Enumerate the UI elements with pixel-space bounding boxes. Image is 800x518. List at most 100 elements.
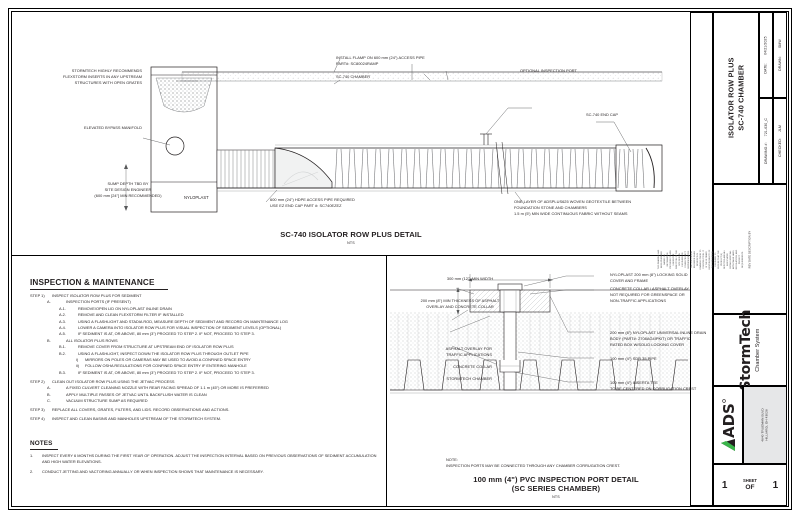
inspection-step: STEP 1) INSPECT ISOLATOR ROW PLUS FOR SED… [30, 294, 380, 298]
inspection-substep: B.3. IF SEDIMENT IS AT, OR ABOVE, 80 mm (… [30, 369, 380, 375]
sheet-cell: 1 SHEET OF 1 [713, 464, 787, 506]
substep-key: B. [47, 391, 51, 397]
stormtech-subtitle: Chamber System [754, 328, 761, 372]
sheet-label: SHEET [743, 478, 757, 484]
note-number: 1. [30, 453, 34, 458]
pvc-detail-note: NOTE: INSPECTION PORTS MAY BE CONNECTED … [446, 457, 620, 468]
step-text: CLEAN OUT ISOLATOR ROW PLUS USING THE JE… [52, 378, 175, 384]
hdpe-access-pipe [216, 149, 276, 189]
substep-key: B.2. [59, 350, 66, 356]
leader-lines-main [142, 58, 632, 205]
date-label: DATE: [764, 63, 768, 74]
substep-text: USING A FLASHLIGHT, INSPECT DOWN THE ISO… [78, 350, 249, 356]
main-detail-nts: NTS [347, 241, 355, 245]
substep-text: A FIXED CULVERT CLEANING NOZZLE WITH REA… [66, 385, 269, 391]
substep-key: B.1. [59, 344, 66, 350]
substep-text: IF SEDIMENT IS AT, OR ABOVE, 80 mm (3") … [78, 331, 255, 337]
step-key: STEP 3) [30, 407, 45, 413]
callout-concrete-collar: CONCRETE COLLAR [453, 364, 492, 369]
callout-nyloplast-cover: NYLOPLAST 200 mm (8") LOCKING SOLID COVE… [610, 272, 688, 283]
main-detail-title: SC-740 ISOLATOR ROW PLUS DETAIL NTS [188, 230, 514, 245]
drawing-title: ISOLATOR ROW PLUS SC-740 CHAMBER [714, 13, 758, 183]
step-key: STEP 1) [30, 293, 45, 298]
callout-sump-depth: SUMP DEPTH TBD BY SITE DESIGN ENGINEER (… [94, 181, 162, 198]
ads-logo-cell: ADS [713, 386, 743, 464]
substep-key: B. [47, 337, 51, 343]
inspection-step: STEP 4)INSPECT AND CLEAN BASINS AND MANH… [30, 417, 380, 421]
pvc-detail-nts: NTS [552, 495, 560, 499]
substep-key: B.3. [59, 369, 66, 375]
ads-logo-icon: ADS [720, 399, 737, 451]
drawing-no-value: 721-630_C [764, 117, 769, 137]
pvc-detail-title-line1: 100 mm (4") PVC INSPECTION PORT DETAIL [473, 475, 639, 484]
substep-text: MIRRORS ON POLES OR CAMERAS MAY BE USED … [85, 357, 251, 363]
checked-label: CHECKED: [778, 138, 782, 157]
substep-text: VACUUM STRUCTURE SUMP AS REQUIRED [66, 398, 148, 404]
callout-sdr35-pipe: 100 mm (4") SDR 35 PIPE [610, 356, 657, 361]
substep-key: A.2. [59, 312, 66, 318]
step-text: INSPECT ISOLATOR ROW PLUS FOR SEDIMENT [52, 293, 142, 298]
heading-underline [30, 288, 168, 290]
callout-asphalt-thickness: 200 mm (8") MIN THICKNESS OF ASPHALT OVE… [420, 298, 500, 309]
checked-value: JLM [778, 125, 782, 132]
inspection-substep: A.2.REMOVE AND CLEAN FLEXSTORM FILTER IF… [30, 313, 380, 317]
substep-text: FOLLOW OSHA REGULATIONS FOR CONFINED SPA… [85, 363, 247, 369]
min-width-dimension [467, 274, 553, 288]
inserta-tee [499, 360, 521, 373]
sc740-chamber-row [217, 144, 662, 192]
sheet-total: 1 [772, 479, 779, 491]
svg-text:NYLOPLAST: NYLOPLAST [184, 195, 209, 200]
pvc-inspection-port-drawing [390, 274, 690, 394]
callout-optional-inspection-port: OPTIONAL INSPECTION PORT [520, 68, 577, 73]
substep-key: A.5. [59, 331, 66, 337]
step-text: REPLACE ALL COVERS, GRATES, FILTERS, AND… [52, 407, 230, 413]
step-key: STEP 2) [30, 378, 45, 384]
step-key: STEP 4) [30, 416, 45, 422]
notes-heading-underline [30, 448, 58, 450]
address-cell: 4640 TRUEMAN BLVD HILLIARD, OH 43026 [743, 386, 787, 464]
main-detail-title-text: SC-740 ISOLATOR ROW PLUS DETAIL [280, 230, 422, 239]
substep-text: IF SEDIMENT IS AT, OR ABOVE, 80 mm (3") … [78, 369, 255, 375]
callout-asphalt-overlay: ASPHALT OVERLAY FOR TRAFFIC APPLICATIONS [445, 346, 492, 357]
substep-text: USING A FLASHLIGHT AND STADIA ROD, MEASU… [78, 318, 288, 324]
chamber-corrugations [390, 359, 690, 394]
callout-inserta-tee: 100 mm (4") INSERTA TEE TO BE CENTERED O… [610, 380, 697, 391]
substep-key: A.4. [59, 325, 66, 331]
date-value: 04/21/2025 [764, 36, 768, 55]
callout-woven-geotextile: ONE LAYER OF ADSPLUS625 WOVEN GEOTEXTILE… [514, 199, 632, 216]
callout-hdpe-access-pipe: 600 mm (24") HDPE ACCESS PIPE REQUIRED U… [270, 197, 355, 208]
inspection-step: STEP 2) CLEAN OUT ISOLATOR ROW PLUS USING… [30, 378, 380, 384]
inspection-maintenance-heading: INSPECTION & MAINTENANCE [30, 278, 168, 290]
drawn-label: DRAWN: [778, 56, 782, 71]
inspection-substep: A.A FIXED CULVERT CLEANING NOZZLE WITH R… [30, 386, 380, 390]
sheet-number: 1 [721, 479, 728, 491]
sc740-end-cap-inset [615, 144, 663, 192]
substep-key: A.3. [59, 318, 66, 324]
callout-min-width: 300 mm (12") MIN WIDTH [446, 276, 494, 281]
sheet-of-label: SHEET OF [743, 478, 757, 491]
substep-text: ALL ISOLATOR PLUS ROWS [66, 337, 118, 343]
substep-key: ii) [76, 363, 80, 369]
stormtech-logo: StormTech Chamber System [738, 310, 761, 391]
inspection-substep: B.APPLY MULTIPLE PASSES OF JETVAC UNTIL … [30, 391, 380, 397]
disclaimer-text: THIS DRAWING HAS BEEN PREPARED BASED ON … [658, 249, 744, 269]
date-cell: DATE: 04/21/2025 [759, 12, 773, 98]
inspection-heading-text: INSPECTION & MAINTENANCE [30, 278, 155, 287]
inspection-substep: i)MIRRORS ON POLES OR CAMERAS MAY BE USE… [30, 358, 380, 362]
inspection-substep: A.4.LOWER A CAMERA INTO ISOLATOR ROW PLU… [30, 326, 380, 330]
revision-divider [713, 184, 787, 185]
substep-key: C. [47, 398, 51, 404]
notes-heading: NOTES [30, 440, 58, 450]
panel-divider-vertical [386, 255, 387, 506]
company-address: 4640 TRUEMAN BLVD HILLIARD, OH 43026 [761, 408, 769, 441]
revision-header: REV DATE DESCRIPTION BY [748, 230, 752, 268]
pvc-detail-title: 100 mm (4") PVC INSPECTION PORT DETAIL (… [416, 475, 696, 499]
drawn-cell: DRAWN: SMW [773, 12, 787, 98]
callout-sc740-chamber: SC-740 CHAMBER [336, 74, 371, 79]
drawing-main-area: NYLOPLAST [12, 12, 706, 506]
sheet-of: OF [745, 483, 755, 491]
ads-logo: ADS [719, 397, 737, 453]
inspection-substep: C. VACUUM STRUCTURE SUMP AS REQUIRED [30, 399, 380, 403]
drawing-title-line2: SC-740 CHAMBER [736, 65, 746, 131]
